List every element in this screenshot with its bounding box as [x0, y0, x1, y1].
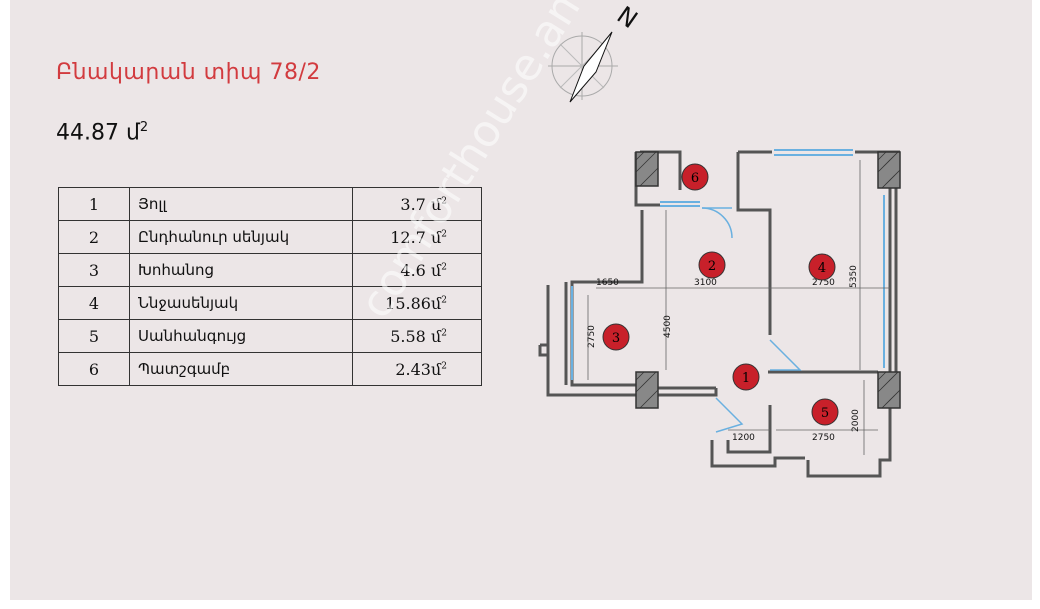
room-markers: 1 2 3 4 5 6 — [602, 163, 839, 426]
room-marker-6: 6 — [691, 171, 699, 186]
room-number: 6 — [58, 352, 130, 386]
dim-3100: 3100 — [694, 278, 717, 288]
room-area-sup: 2 — [441, 328, 447, 339]
room-number: 2 — [58, 220, 130, 254]
pillars — [635, 151, 901, 409]
total-area-value: 44.87 մ — [56, 120, 140, 146]
room-number: 5 — [58, 319, 130, 353]
room-area-value: 3.7 — [400, 194, 426, 214]
room-area-sup: 2 — [441, 229, 447, 240]
room-area-unit: մ — [430, 260, 442, 280]
room-area-unit: մ — [430, 293, 442, 313]
doors — [701, 207, 802, 433]
room-number: 4 — [58, 286, 130, 320]
table-row: 6 Պատշգամբ 2.43մ2 — [58, 352, 482, 386]
room-area-unit: մ — [430, 326, 442, 346]
dim-2750-kitchen: 2750 — [587, 325, 597, 348]
room-area-unit: մ — [430, 227, 442, 247]
table-row: 1 Յոլլ 3.7 մ2 — [58, 187, 482, 221]
total-area-unit-sup: 2 — [139, 120, 149, 135]
dim-1200: 1200 — [732, 433, 755, 443]
apartment-title: Բնակարան տիպ 78/2 — [56, 60, 321, 85]
room-area-unit: մ — [430, 194, 442, 214]
north-label: N — [612, 1, 643, 34]
total-area: 44.87 մ2 — [56, 120, 148, 145]
dim-1650: 1650 — [596, 278, 619, 288]
room-area-value: 5.58 — [390, 326, 426, 346]
room-name: Ննջասենյակ — [129, 286, 353, 320]
room-name: Պատշգամբ — [129, 352, 353, 386]
north-arrow-icon — [548, 31, 618, 103]
room-marker-3: 3 — [612, 331, 620, 346]
dim-2750-bedroom: 2750 — [812, 278, 835, 288]
rooms-table: 1 Յոլլ 3.7 մ2 2 Ընդհանուր սենյակ 12.7 մ2… — [58, 187, 482, 386]
room-area: 5.58 մ2 — [352, 319, 482, 353]
room-area-sup: 2 — [441, 295, 447, 306]
room-area: 12.7 մ2 — [352, 220, 482, 254]
room-marker-4: 4 — [818, 261, 826, 276]
room-area-value: 12.7 — [390, 227, 426, 247]
room-marker-1: 1 — [742, 371, 750, 386]
dim-2000: 2000 — [851, 409, 861, 432]
room-area-sup: 2 — [441, 196, 447, 207]
room-area-unit: մ — [430, 359, 442, 379]
room-area: 2.43մ2 — [352, 352, 482, 386]
dim-4500: 4500 — [663, 315, 673, 338]
room-marker-5: 5 — [821, 406, 829, 421]
room-area-sup: 2 — [441, 361, 447, 372]
room-area-value: 4.6 — [400, 260, 426, 280]
dimension-lines — [587, 160, 890, 455]
windows — [571, 149, 885, 380]
dim-5350: 5350 — [849, 265, 859, 288]
dimension-labels: 1650 3100 2750 5350 2750 4500 1200 2750 … — [587, 265, 861, 443]
room-area-value: 15.86 — [385, 293, 431, 313]
room-area: 15.86մ2 — [352, 286, 482, 320]
room-area: 4.6 մ2 — [352, 253, 482, 287]
room-name: Ընդհանուր սենյակ — [129, 220, 353, 254]
walls — [538, 150, 900, 478]
room-marker-2: 2 — [708, 259, 716, 274]
room-area-sup: 2 — [441, 262, 447, 273]
dim-2750-bath: 2750 — [812, 433, 835, 443]
table-row: 4 Ննջասենյակ 15.86մ2 — [58, 286, 482, 320]
room-area: 3.7 մ2 — [352, 187, 482, 221]
table-row: 2 Ընդհանուր սենյակ 12.7 մ2 — [58, 220, 482, 254]
room-area-value: 2.43 — [395, 359, 431, 379]
pillar-hatch — [635, 151, 901, 409]
